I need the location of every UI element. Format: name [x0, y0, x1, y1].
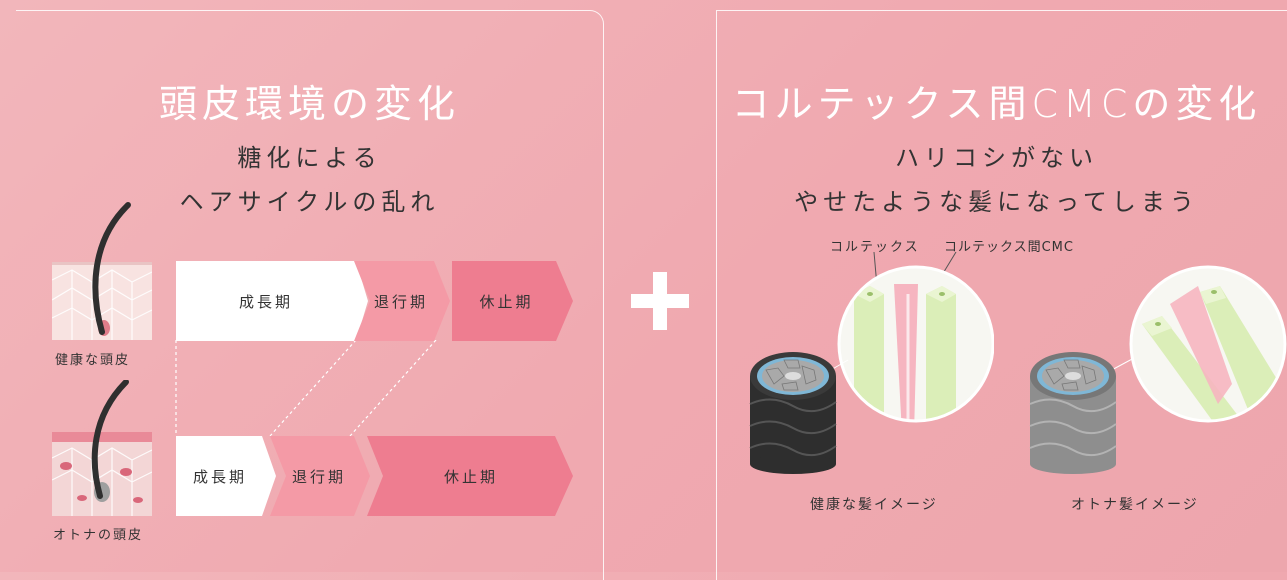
adult-scalp-icon	[52, 380, 152, 516]
scalp-subtitle-line2: ヘアサイクルの乱れ	[179, 188, 440, 216]
cmc-subtitle-line2: やせたような髪になってしまう	[794, 188, 1199, 216]
healthy-hair-icon	[749, 265, 994, 474]
adult-hair-icon	[1029, 265, 1287, 474]
healthy-scalp-icon	[52, 202, 152, 340]
row1-rest-phase: 休止期	[452, 261, 573, 341]
row1-growth-phase: 成長期	[176, 261, 368, 341]
row2-growth-phase: 成長期	[176, 436, 276, 516]
cmc-change-title: コルテックス間CMCの変化	[731, 82, 1262, 126]
scalp-subtitle-line1: 糖化による	[237, 144, 382, 172]
cmc-subtitle-line1: ハリコシがない	[895, 144, 1098, 172]
row2-regression-phase: 退行期	[270, 436, 370, 516]
plus-icon	[631, 272, 689, 330]
adult-hair-label: オトナ髪イメージ	[1071, 497, 1199, 513]
row2-rest-phase: 休止期	[367, 436, 573, 516]
healthy-scalp-label: 健康な頭皮	[55, 353, 131, 368]
row1-regression-label: 退行期	[373, 292, 428, 311]
scalp-change-title: 頭皮環境の変化	[158, 82, 460, 126]
row2-rest-label: 休止期	[443, 467, 498, 486]
row1-growth-label: 成長期	[238, 292, 293, 311]
row2-regression-label: 退行期	[291, 467, 346, 486]
callout-cmc-label: コルテックス間CMC	[944, 240, 1074, 255]
row1-regression-phase: 退行期	[354, 261, 450, 341]
callout-cortex-label: コルテックス	[830, 240, 920, 255]
cmc-change-panel: コルテックス間CMCの変化 ハリコシがない やせたような髪になってしまう	[716, 10, 1287, 580]
adult-scalp-label: オトナの頭皮	[53, 528, 144, 543]
row2-growth-label: 成長期	[192, 467, 247, 486]
healthy-hair-label: 健康な髪イメージ	[810, 497, 938, 513]
cycle-guide-lines	[175, 340, 437, 437]
scalp-change-panel: 頭皮環境の変化 糖化による ヘアサイクルの乱れ	[16, 10, 604, 580]
row1-rest-label: 休止期	[479, 292, 534, 311]
